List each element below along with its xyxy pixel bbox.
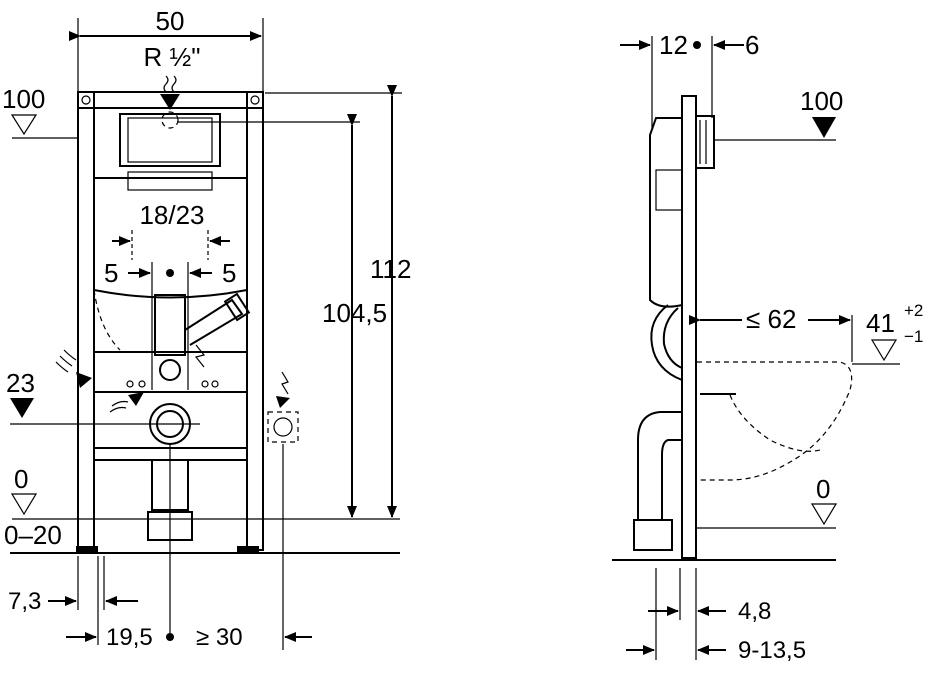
side-flush-plate	[695, 115, 715, 169]
side-flush-bend-outer	[650, 304, 683, 381]
front-level-23-triangle-icon	[10, 398, 34, 418]
cistern-dash-left	[93, 289, 121, 351]
water-wave-icon	[163, 75, 177, 93]
side-center-mark-top	[693, 41, 701, 49]
side-dim-6-label: 6	[745, 30, 759, 60]
side-frame-post	[681, 95, 697, 559]
front-level-100-label: 100	[2, 84, 45, 114]
side-cistern-valve	[655, 169, 683, 211]
frame-mid-rail	[93, 351, 248, 393]
flush-plate-inner	[127, 117, 213, 163]
electric-box-socket	[273, 417, 293, 437]
side-dim-4-8-label: 4,8	[738, 598, 771, 625]
frame-right-post	[246, 91, 264, 551]
side-height-41-triangle-icon	[870, 339, 898, 362]
side-drain-bend-inner	[661, 439, 682, 520]
front-level-0-label: 0	[14, 464, 28, 494]
height-112-label: 112	[370, 254, 411, 284]
rail-hole-4	[211, 380, 219, 388]
frame-bolt-tl	[81, 95, 91, 105]
offset-right-label: 5	[222, 258, 236, 288]
flush-pipe-branch	[184, 298, 244, 346]
flush-pipe	[154, 294, 186, 356]
height-104-5-label: 104,5	[322, 298, 387, 328]
dim-19-5-label: 19,5	[106, 624, 153, 651]
center-mark-bottom	[166, 633, 174, 641]
flush-pipe-branch-end	[223, 292, 251, 322]
drain-inner	[156, 410, 184, 438]
electric-arrow-icon	[276, 396, 290, 408]
water-inlet-arrow-icon	[160, 94, 180, 110]
side-dim-12-label: 12	[659, 30, 688, 60]
rail-hole-2	[138, 380, 146, 388]
side-dim-9-13-5-label: 9-13,5	[738, 637, 806, 664]
cistern-body	[93, 178, 248, 299]
side-view: 12 6 100 ≤ 62 41 +2 −1	[612, 30, 923, 664]
range-0-20-label: 0–20	[4, 520, 62, 550]
side-wc-bowl-outline	[697, 361, 853, 481]
frame-bolt-tr	[250, 95, 260, 105]
rail-hole-1	[126, 380, 134, 388]
dim-min-30-label: ≥ 30	[196, 624, 243, 651]
flush-outlet	[159, 359, 181, 381]
side-level-100-label: 100	[800, 86, 843, 116]
water-wave-icon-bottom	[109, 400, 129, 413]
electric-bolt-icon-right	[281, 371, 289, 395]
side-tol-plus-label: +2	[904, 301, 923, 320]
water-inlet	[161, 111, 179, 129]
side-cistern-body	[649, 117, 683, 308]
water-wave-icon-left	[55, 349, 77, 373]
cistern-valve	[127, 171, 213, 191]
water-arrow-bottom-icon	[128, 392, 144, 406]
rail-hole-3	[201, 380, 209, 388]
front-level-100-triangle-icon	[10, 114, 38, 136]
spacing-18-23-label: 18/23	[139, 200, 204, 230]
front-level-0-triangle-icon	[10, 493, 38, 516]
offset-left-label: 5	[104, 258, 118, 288]
side-tol-minus-label: −1	[904, 327, 923, 346]
side-level-100-triangle-icon	[812, 117, 836, 138]
side-height-41-label: 41	[866, 308, 895, 338]
front-view: 50 R ½" 100 18/23 5 5	[2, 6, 411, 651]
side-dim-max-62-label: ≤ 62	[746, 304, 796, 334]
foot-right	[237, 546, 259, 552]
electric-box	[267, 411, 299, 443]
side-drain-bend-outer	[637, 411, 682, 520]
electric-bolt-icon-front	[194, 344, 206, 368]
side-level-0-label: 0	[816, 474, 830, 504]
foot-left	[76, 546, 98, 552]
side-wc-bowl-inner	[729, 394, 821, 452]
side-drain-pipe-end	[633, 519, 673, 551]
side-level-0-triangle-icon	[810, 503, 838, 526]
water-arrow-left-icon	[76, 372, 92, 388]
thread-label: R ½"	[144, 42, 201, 72]
frame-left-post	[77, 91, 95, 551]
flush-plate-opening	[119, 113, 221, 167]
dim-7-3-label: 7,3	[8, 588, 41, 615]
center-mark-top	[166, 269, 174, 277]
width-label: 50	[156, 6, 185, 36]
side-flush-bend-inner	[662, 307, 683, 369]
front-level-23-label: 23	[6, 368, 35, 398]
